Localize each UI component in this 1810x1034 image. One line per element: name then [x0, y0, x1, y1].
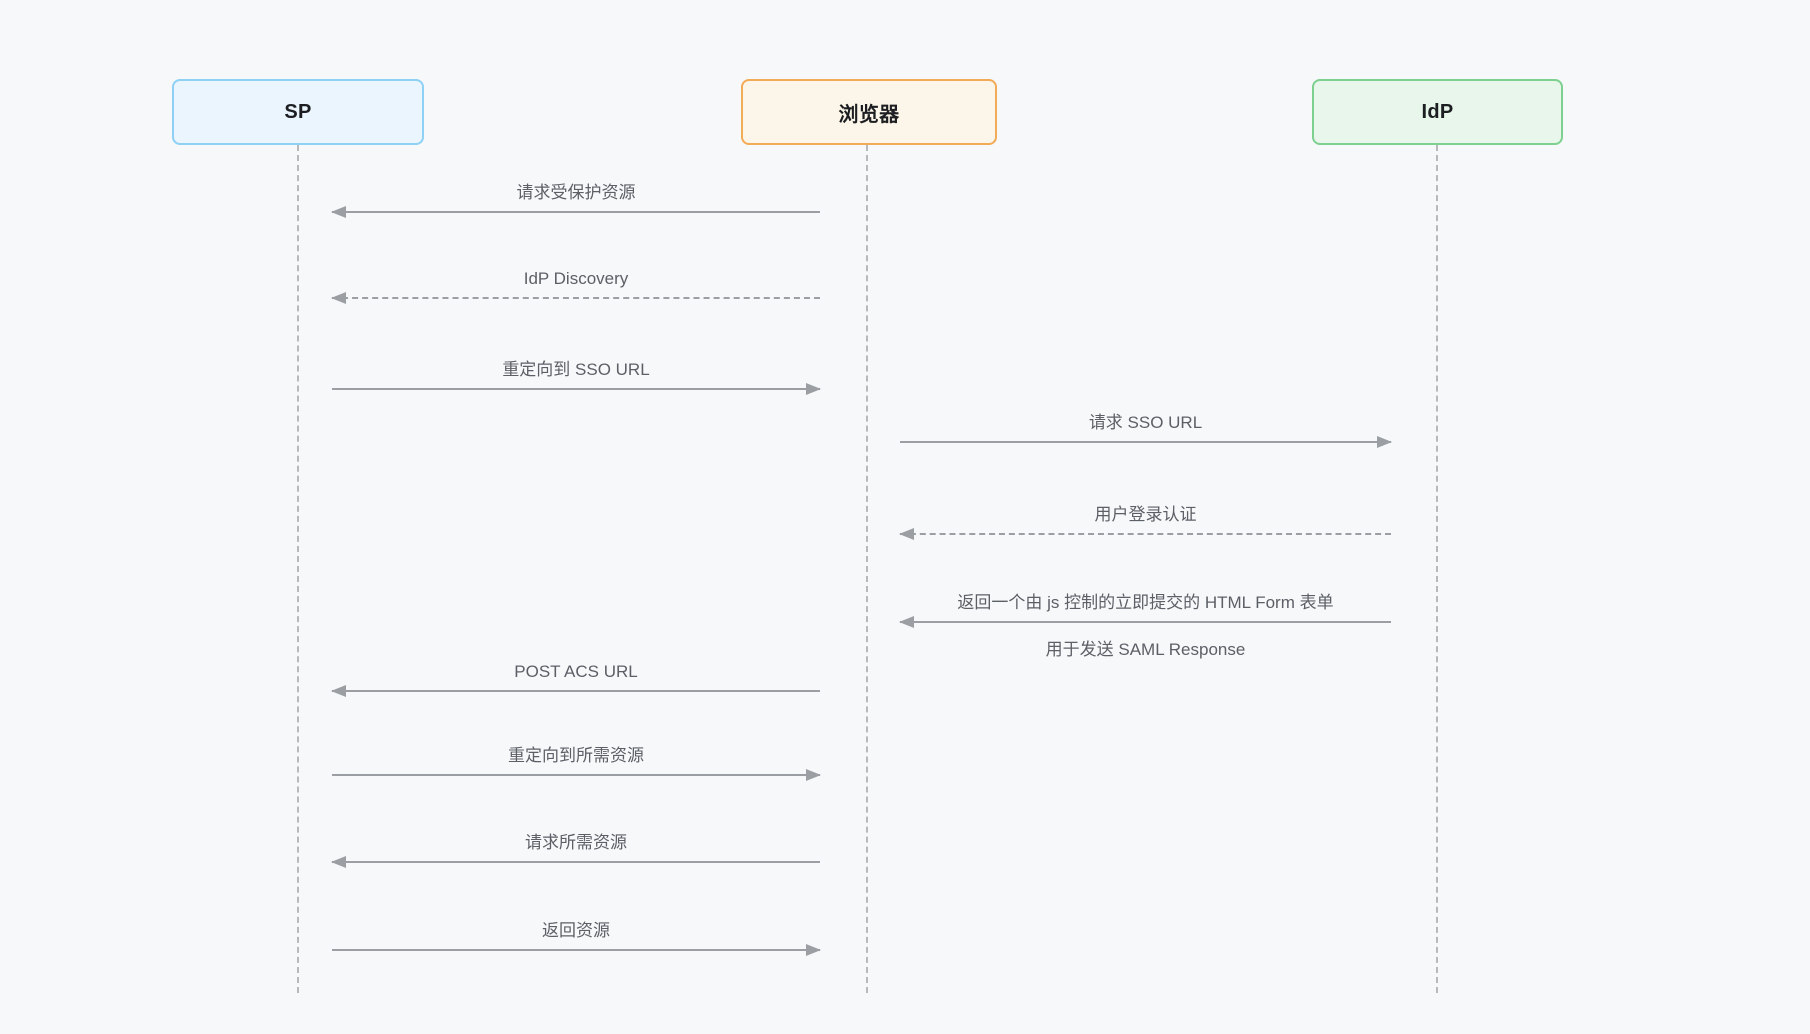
message-return-resource: 返回资源	[332, 919, 821, 956]
actor-box-sp: SP	[172, 79, 424, 145]
message-post-acs-url: POST ACS URL	[331, 660, 820, 697]
arrowhead-left-icon	[331, 292, 346, 304]
actor-box-idp: IdP	[1312, 79, 1563, 145]
arrowhead-right-icon	[806, 944, 821, 956]
message-label: 请求 SSO URL	[1088, 413, 1203, 432]
arrowhead-right-icon	[806, 769, 821, 781]
lifeline-idp	[1436, 145, 1438, 993]
arrowhead-right-icon	[806, 383, 821, 395]
arrowhead-left-icon	[331, 206, 346, 218]
message-redirect-resource: 重定向到所需资源	[332, 744, 821, 781]
arrow-line-left	[331, 856, 820, 868]
arrow-line-left-dashed	[899, 528, 1391, 540]
lifeline-sp	[297, 145, 299, 993]
message-label: 用户登录认证	[1094, 505, 1197, 524]
message-label: 重定向到 SSO URL	[502, 360, 650, 379]
message-idp-discovery: IdP Discovery	[331, 267, 820, 304]
message-user-login-auth: 用户登录认证	[899, 503, 1391, 540]
actor-box-browser: 浏览器	[741, 79, 997, 145]
arrowhead-left-icon	[899, 528, 914, 540]
message-label: 请求所需资源	[525, 833, 627, 852]
message-label: 返回一个由 js 控制的立即提交的 HTML Form 表单	[957, 593, 1334, 612]
message-return-html-form: 返回一个由 js 控制的立即提交的 HTML Form 表单 用于发送 SAML…	[899, 591, 1391, 662]
message-redirect-sso-url: 重定向到 SSO URL	[332, 358, 821, 395]
arrowhead-left-icon	[331, 856, 346, 868]
actor-label-sp: SP	[284, 100, 312, 123]
arrow-line-left	[899, 616, 1391, 628]
lifeline-browser	[866, 145, 868, 993]
arrowhead-left-icon	[899, 616, 914, 628]
message-label: 重定向到所需资源	[508, 746, 644, 765]
arrow-line-left	[331, 206, 820, 218]
arrow-line-left-dashed	[331, 292, 820, 304]
message-request-sso-url: 请求 SSO URL	[900, 411, 1392, 448]
message-request-resource: 请求所需资源	[331, 831, 820, 868]
message-request-protected-resource: 请求受保护资源	[331, 181, 820, 218]
arrowhead-right-icon	[1377, 436, 1392, 448]
message-label: POST ACS URL	[514, 662, 638, 681]
arrowhead-left-icon	[331, 685, 346, 697]
actor-label-browser: 浏览器	[838, 103, 900, 126]
arrow-line-right	[900, 436, 1392, 448]
arrow-line-right	[332, 769, 821, 781]
message-label: 请求受保护资源	[516, 183, 636, 202]
arrow-line-right	[332, 383, 821, 395]
message-sublabel: 用于发送 SAML Response	[1045, 640, 1246, 659]
arrow-line-right	[332, 944, 821, 956]
message-label: IdP Discovery	[523, 269, 629, 288]
message-label: 返回资源	[542, 921, 610, 940]
actor-label-idp: IdP	[1421, 100, 1454, 123]
arrow-line-left	[331, 685, 820, 697]
